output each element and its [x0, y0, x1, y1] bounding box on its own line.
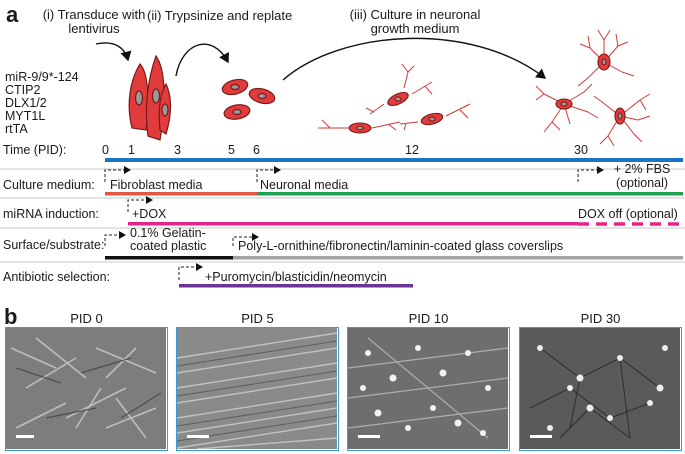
start-brackets: [104, 166, 604, 280]
mirna-induction-label: miRNA induction:: [3, 207, 99, 221]
scale-bar: [358, 435, 380, 438]
factor-item: rtTA: [5, 122, 28, 136]
time-bar: [105, 158, 683, 162]
neuronal-media-bar: [257, 192, 683, 196]
fibroblast-cells: [128, 54, 172, 141]
mature-neurons: [535, 29, 651, 147]
fbs-text: + 2% FBS (optional): [603, 162, 681, 190]
antibiotic-text: +Puromycin/blasticidin/neomycin: [205, 270, 387, 284]
culture-medium-label: Culture medium:: [3, 178, 95, 192]
fbs-line1: + 2% FBS: [613, 162, 671, 176]
photo-title-pid0: PID 0: [70, 311, 103, 326]
micrograph-pid5: [176, 327, 339, 451]
immature-neurons: [318, 63, 471, 131]
gelatin-line1: 0.1% Gelatin-: [130, 226, 206, 240]
coverslips-bar: [233, 256, 683, 260]
factor-list: miR-9/9*-124 CTIP2 DLX1/2 MYT1L rtTA: [5, 71, 79, 136]
time-tick: 1: [128, 143, 135, 157]
time-tick: 5: [228, 143, 235, 157]
step-transduce-line2: lentivirus: [68, 21, 120, 36]
time-label: Time (PID):: [3, 143, 67, 157]
scale-bar: [187, 435, 209, 438]
photo-title-pid5: PID 5: [241, 311, 274, 326]
time-tick: 6: [253, 143, 260, 157]
step-culture-line2: growth medium: [370, 21, 460, 36]
fibroblast-media-bar: [105, 192, 257, 196]
micrograph-pid0: [5, 327, 168, 451]
gelatin-bar: [105, 256, 233, 260]
step-arrow-transduce: [95, 42, 132, 62]
factor-item: CTIP2: [5, 83, 41, 97]
gelatin-text: 0.1% Gelatin- coated plastic: [130, 227, 206, 253]
photo-title-pid30: PID 30: [580, 311, 621, 326]
scale-bar: [530, 435, 552, 438]
time-tick: 3: [174, 143, 181, 157]
time-tick: 30: [574, 143, 588, 157]
scale-bar: [16, 435, 34, 438]
step-transduce-line1: (i) Transduce with: [42, 7, 146, 22]
dox-bar: [128, 222, 578, 226]
step-transduce-label: (i) Transduce with lentivirus: [34, 8, 154, 36]
neuronal-media-text: Neuronal media: [260, 178, 349, 192]
gelatin-line2: coated plastic: [130, 239, 207, 253]
step-culture-line1: (iii) Culture in neuronal: [349, 7, 481, 22]
step-arrow-culture: [282, 37, 547, 81]
antibiotic-bar: [179, 284, 413, 288]
step-arrow-trypsinize: [175, 43, 229, 77]
panel-b-label: b: [4, 304, 18, 329]
replated-cells: [221, 78, 276, 120]
time-tick: 12: [405, 143, 419, 157]
factor-item: miR-9/9*-124: [5, 70, 79, 84]
dox-off-text: DOX off (optional): [578, 207, 678, 221]
dox-text: +DOX: [132, 207, 167, 221]
step-trypsinize-label: (ii) Trypsinize and replate: [147, 8, 293, 23]
factor-item: DLX1/2: [5, 96, 47, 110]
photo-title-pid10: PID 10: [408, 311, 449, 326]
surface-label: Surface/substrate:: [3, 238, 105, 252]
coverslips-text: Poly-L-ornithine/fibronectin/laminin-coa…: [238, 239, 564, 253]
time-tick: 0: [102, 143, 109, 157]
fibroblast-media-text: Fibroblast media: [110, 178, 203, 192]
micrograph-pid10: [347, 327, 510, 451]
step-culture-label: (iii) Culture in neuronal growth medium: [330, 8, 500, 36]
factor-item: MYT1L: [5, 109, 46, 123]
fbs-line2: (optional): [615, 176, 669, 190]
micrograph-pid30: [519, 327, 682, 451]
panel-a-label: a: [6, 2, 19, 27]
antibiotic-label: Antibiotic selection:: [3, 270, 111, 284]
